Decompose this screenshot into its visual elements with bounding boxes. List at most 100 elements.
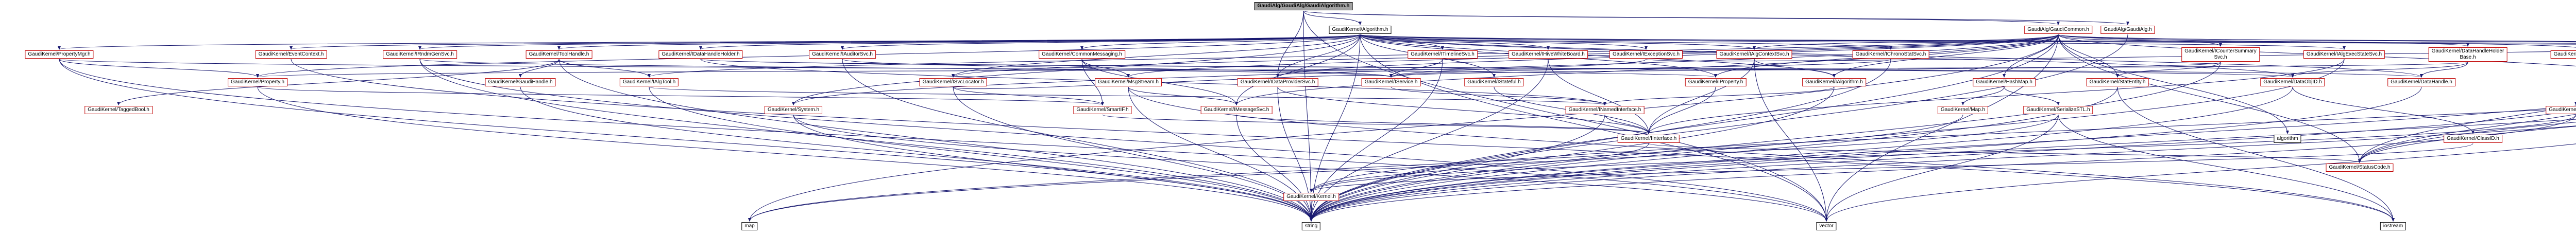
graph-node-imsgsvc[interactable]: GaudiKernel/IMessageSvc.h xyxy=(1200,106,1273,114)
graph-node-serializestl[interactable]: GaudiKernel/SerializeSTL.h xyxy=(2023,106,2093,114)
dependency-edge xyxy=(2291,62,2468,78)
dependency-edge xyxy=(2358,105,2576,163)
dependency-edge xyxy=(1310,125,2576,222)
dependency-edge xyxy=(1389,59,1891,78)
graph-node-icountersummary[interactable]: GaudiKernel/ICounterSummary Svc.h xyxy=(2181,47,2260,62)
graph-node-statuscode[interactable]: GaudiKernel/StatusCode.h xyxy=(2326,164,2394,172)
dependency-edge xyxy=(1080,34,1361,50)
graph-node-iostream: iostream xyxy=(2380,222,2406,230)
graph-node-statentity[interactable]: GaudiKernel/StatEntity.h xyxy=(2086,78,2149,86)
graph-node-inamed[interactable]: GaudiKernel/INamedInterface.h xyxy=(1565,106,1645,114)
dependency-edge xyxy=(1310,114,2576,192)
dependency-edge xyxy=(699,34,1361,50)
graph-node-dataobjid[interactable]: GaudiKernel/DataObjID.h xyxy=(2260,78,2325,86)
dependency-edge xyxy=(1236,114,1650,134)
dependency-edge xyxy=(519,59,560,78)
dependency-edge xyxy=(953,74,1393,89)
graph-node-smartdataptr[interactable]: GaudiKernel/SmartDataPtr.h xyxy=(2550,50,2576,59)
dependency-edge xyxy=(1391,86,1606,105)
graph-node-ialgtool[interactable]: GaudiKernel/IAlgTool.h xyxy=(619,78,679,86)
dependency-edge xyxy=(1081,59,1104,105)
graph-node-string: string xyxy=(1301,222,1321,230)
graph-node-itimeline[interactable]: GaudiKernel/ITimelineSvc.h xyxy=(1408,50,1478,59)
graph-node-ialgctx[interactable]: GaudiKernel/IAlgContextSvc.h xyxy=(1716,50,1792,59)
dependency-edge xyxy=(793,114,1313,222)
graph-node-iexception[interactable]: GaudiKernel/IExceptionSvc.h xyxy=(1609,50,1683,59)
dependency-edge xyxy=(1276,10,1304,78)
graph-node-toolhandle[interactable]: GaudiKernel/ToolHandle.h xyxy=(526,50,592,59)
graph-node-irndm[interactable]: GaudiKernel/IRndmGenSvc.h xyxy=(383,50,457,59)
graph-node-iregistry[interactable]: GaudiKernel/IRegistry.h xyxy=(2546,106,2576,114)
graph-node-idataprovider[interactable]: GaudiKernel/IDataProviderSvc.h xyxy=(1237,78,1318,86)
dependency-edge xyxy=(1303,10,2129,25)
graph-node-commonmsg[interactable]: GaudiKernel/CommonMessaging.h xyxy=(1039,50,1125,59)
graph-node-ichrono[interactable]: GaudiKernel/IChronoStatSvc.h xyxy=(1852,50,1929,59)
graph-node-property[interactable]: GaudiKernel/Property.h xyxy=(228,78,287,86)
root-node: GaudiAlg/GaudiAlg/GaudiAlgorithm.h xyxy=(1254,2,1353,10)
graph-node-istateful[interactable]: GaudiKernel/IStateful.h xyxy=(1464,78,1524,86)
dependency-edge xyxy=(1360,34,1756,50)
dependency-edge xyxy=(649,86,1313,222)
graph-node-dhhbase[interactable]: GaudiKernel/DataHandleHolder Base.h xyxy=(2428,47,2507,62)
dependency-edge xyxy=(2116,62,2221,78)
graph-node-hashmap[interactable]: GaudiKernel/HashMap.h xyxy=(1973,78,2036,86)
graph-node-iauditor[interactable]: GaudiKernel/IAuditorSvc.h xyxy=(809,50,876,59)
dependency-edge xyxy=(2292,86,2475,134)
graph-node-gcommon[interactable]: GaudiAlg/GaudiCommon.h xyxy=(2024,26,2092,34)
dependency-edge xyxy=(291,59,2395,222)
graph-node-ihive[interactable]: GaudiKernel/IHiveWhiteBoard.h xyxy=(1509,50,1588,59)
graph-node-isvcloc[interactable]: GaudiKernel/ISvcLocator.h xyxy=(919,78,987,86)
dependency-edge xyxy=(558,59,1313,222)
graph-node-taggedbool[interactable]: GaudiKernel/TaggedBool.h xyxy=(84,106,152,114)
dependency-edge xyxy=(793,114,1828,222)
dependency-edge xyxy=(1310,86,2293,222)
dependency-edge xyxy=(1754,59,1836,78)
dependency-edge xyxy=(1303,10,1362,25)
dependency-edge xyxy=(1236,114,1313,222)
dependency-edge xyxy=(1128,86,1238,105)
graph-node-datahandle[interactable]: GaudiKernel/DataHandle.h xyxy=(2387,78,2455,86)
graph-node-smartif[interactable]: GaudiKernel/SmartIF.h xyxy=(1073,106,1132,114)
dependency-edge xyxy=(2420,62,2468,78)
graph-node-iinterface[interactable]: GaudiKernel/IInterface.h xyxy=(1617,135,1680,143)
dependency-edge xyxy=(1235,34,2059,105)
graph-node-propmgr[interactable]: GaudiKernel/PropertyMgr.h xyxy=(25,50,94,59)
dependency-edge xyxy=(117,59,560,105)
dependency-edge xyxy=(1310,143,2473,192)
dependency-edge xyxy=(419,59,1828,222)
dependency-edge xyxy=(2117,86,2395,222)
graph-node-idhh[interactable]: GaudiKernel/IDataHandleHolder.h xyxy=(658,50,743,59)
graph-node-algorithm_std: algorithm xyxy=(2274,135,2301,143)
graph-node-kernel[interactable]: GaudiKernel/Kernel.h xyxy=(1283,193,1339,201)
dependency-edge xyxy=(1603,86,1835,105)
graph-node-map_h[interactable]: GaudiKernel/Map.h xyxy=(1937,106,1989,114)
graph-node-evctx[interactable]: GaudiKernel/EventContext.h xyxy=(255,50,327,59)
dependency-edge xyxy=(1961,86,2005,105)
dependency-edge xyxy=(2358,122,2576,163)
dependency-edge xyxy=(748,114,2059,222)
graph-node-iproperty[interactable]: GaudiKernel/IProperty.h xyxy=(1685,78,1747,86)
graph-node-iservice[interactable]: GaudiKernel/IService.h xyxy=(1361,78,1421,86)
dependency-edge xyxy=(1310,34,2128,222)
dependency-edge xyxy=(58,34,1361,50)
graph-node-gaudihandle[interactable]: GaudiKernel/GaudiHandle.h xyxy=(485,78,556,86)
dependency-edge xyxy=(2058,34,2576,48)
dependency-edge xyxy=(2058,34,2576,42)
graph-node-vector: vector xyxy=(1816,222,1837,230)
dependency-edge xyxy=(257,86,1313,222)
dependency-edge xyxy=(648,34,2059,78)
dependency-edge xyxy=(1310,114,1605,222)
dependency-edge xyxy=(1548,59,1650,134)
dependency-edge xyxy=(2358,114,2576,163)
graph-node-msgstream[interactable]: GaudiKernel/MsgStream.h xyxy=(1095,78,1162,86)
graph-node-ialgorithm[interactable]: GaudiKernel/IAlgorithm.h xyxy=(1802,78,1866,86)
graph-node-classid[interactable]: GaudiKernel/ClassID.h xyxy=(2444,135,2502,143)
graph-node-galg[interactable]: GaudiAlg/GaudiAlg.h xyxy=(2100,26,2155,34)
dependency-edge xyxy=(2058,34,2222,47)
graph-node-ialgexec[interactable]: GaudiKernel/IAlgExecStateSvc.h xyxy=(2303,50,2385,59)
dependency-edge xyxy=(1310,34,1361,222)
dependency-edge xyxy=(2058,34,2361,163)
graph-node-system[interactable]: GaudiKernel/System.h xyxy=(764,106,823,114)
dependency-edge xyxy=(1310,86,2118,222)
dependency-edge xyxy=(1360,34,1828,222)
